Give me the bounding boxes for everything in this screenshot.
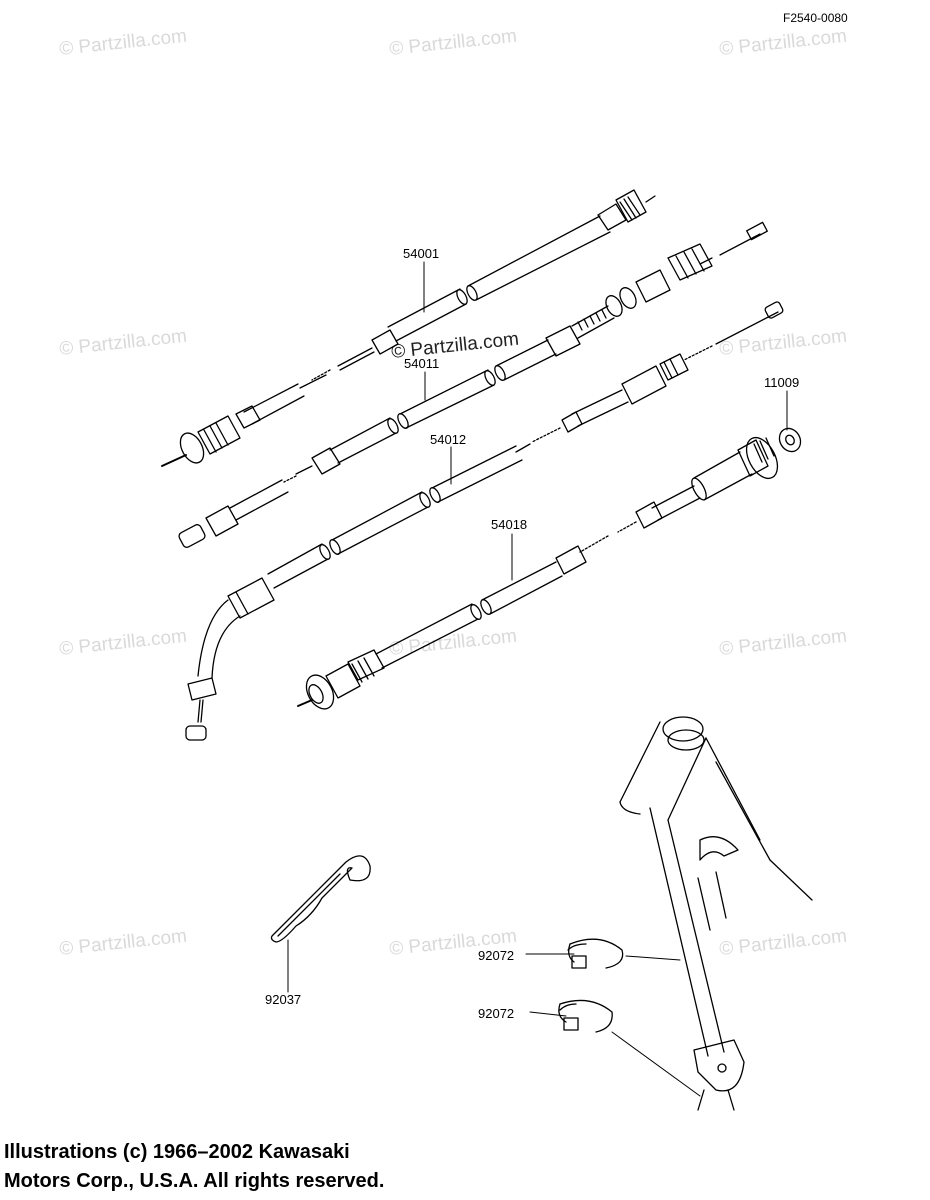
- figure-code: F2540-0080: [783, 11, 848, 25]
- part-labels: 54001 54011 54012 54018 11009 92037 9207…: [265, 246, 799, 1021]
- band-92072-lower: [558, 999, 613, 1033]
- cable-54018: [297, 436, 779, 710]
- part-label-54011: 54011: [404, 356, 439, 371]
- watermark: © Partzilla.com: [718, 326, 848, 360]
- part-label-92037: 92037: [265, 992, 301, 1007]
- washer-11009: [778, 427, 802, 453]
- cable-54012: [185, 301, 784, 741]
- part-label-92072-upper: 92072: [478, 948, 514, 963]
- watermark: © Partzilla.com: [58, 626, 188, 660]
- watermarks: © Partzilla.com © Partzilla.com © Partzi…: [58, 26, 848, 960]
- part-label-92072-lower: 92072: [478, 1006, 514, 1021]
- part-label-54001: 54001: [403, 246, 439, 261]
- watermark: © Partzilla.com: [58, 26, 188, 60]
- watermark: © Partzilla.com: [58, 326, 188, 360]
- copyright-line-2: Motors Corp., U.S.A. All rights reserved…: [4, 1170, 385, 1192]
- part-label-54012: 54012: [430, 432, 466, 447]
- cable-54011: [178, 221, 768, 548]
- copyright-notice: Illustrations (c) 1966–2002 Kawasaki Mot…: [4, 1138, 384, 1196]
- leader-lines: [287, 261, 788, 1097]
- part-label-54018: 54018: [491, 517, 527, 532]
- copyright-line-1: Illustrations (c) 1966–2002 Kawasaki: [4, 1141, 350, 1163]
- watermark: © Partzilla.com: [718, 626, 848, 660]
- watermark: © Partzilla.com: [718, 926, 848, 960]
- band-92072-upper: [567, 938, 624, 969]
- watermark: © Partzilla.com: [388, 26, 518, 60]
- watermark: © Partzilla.com: [718, 26, 848, 60]
- part-label-11009: 11009: [764, 375, 799, 390]
- frame: [619, 716, 813, 1111]
- clip-92037: [270, 855, 371, 943]
- watermark: © Partzilla.com: [58, 926, 188, 960]
